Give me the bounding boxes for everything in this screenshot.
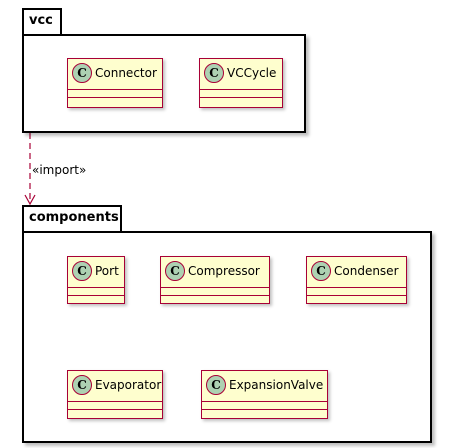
class-name: Port (95, 264, 119, 278)
class-compressor[interactable]: C Compressor (160, 256, 270, 304)
package-vcc-tab: vcc (22, 8, 62, 36)
class-vccycle[interactable]: C VCCycle (199, 58, 283, 108)
class-condenser[interactable]: C Condenser (306, 256, 407, 304)
class-evaporator[interactable]: C Evaporator (67, 370, 163, 419)
class-name: Condenser (334, 264, 399, 278)
class-port[interactable]: C Port (67, 256, 125, 304)
package-components-tab: components (22, 205, 122, 233)
class-icon: C (165, 261, 185, 281)
class-icon: C (204, 63, 224, 83)
class-icon: C (311, 261, 331, 281)
class-icon: C (72, 63, 92, 83)
class-name: Compressor (188, 264, 260, 278)
package-components-name: components (29, 210, 119, 225)
class-expansionvalve[interactable]: C ExpansionValve (201, 370, 328, 419)
class-icon: C (206, 375, 226, 395)
class-name: VCCycle (227, 66, 277, 80)
class-connector[interactable]: C Connector (67, 58, 163, 108)
class-name: Connector (95, 66, 157, 80)
import-stereotype-label: «import» (32, 163, 87, 177)
class-name: Evaporator (95, 378, 162, 392)
class-icon: C (72, 261, 92, 281)
package-vcc-name: vcc (29, 13, 53, 28)
class-icon: C (72, 375, 92, 395)
class-name: ExpansionValve (229, 378, 324, 392)
